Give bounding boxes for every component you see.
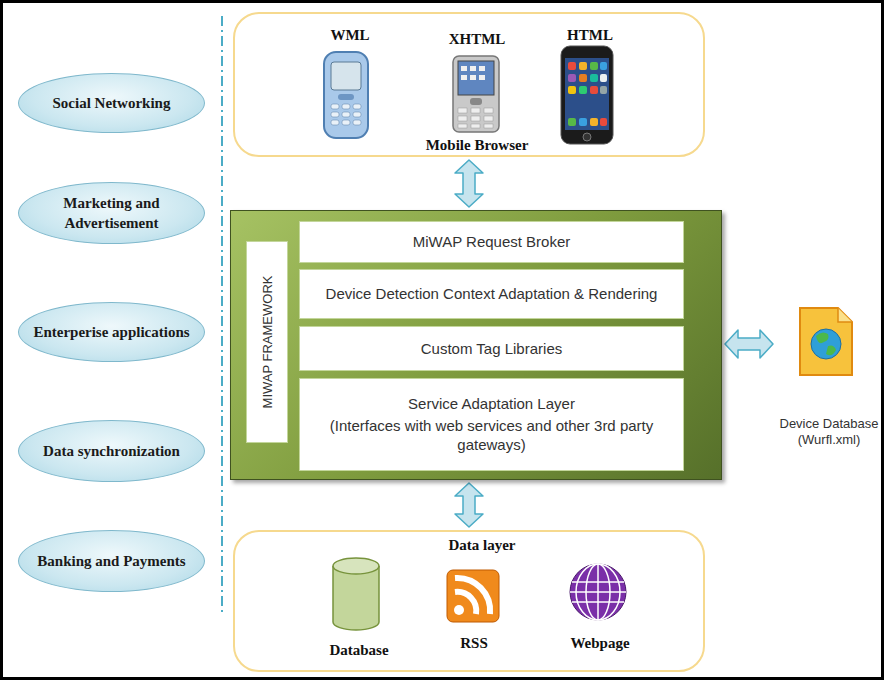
node-label: Banking and Payments xyxy=(37,551,185,571)
device-database-icon xyxy=(800,308,852,375)
node-label: Device Database (Wurfl.xml) xyxy=(776,416,882,449)
double-arrow xyxy=(455,483,483,527)
panel-box: Data layerDatabase RSS Webpage xyxy=(233,530,705,672)
application-ellipse: Data synchronization xyxy=(18,420,205,482)
panel-label: XHTML xyxy=(449,31,506,48)
database-icon xyxy=(333,558,379,630)
panel-label: Webpage xyxy=(570,635,629,652)
rss-icon xyxy=(447,570,499,622)
node-label: Service Adaptation Layer xyxy=(408,394,575,414)
panel-label: Database xyxy=(329,642,388,659)
wml-phone xyxy=(324,52,368,138)
panel-label: Data layer xyxy=(448,537,515,554)
xhtml-phone xyxy=(453,56,499,132)
application-ellipse: Banking and Payments xyxy=(18,530,205,592)
panel-label: RSS xyxy=(460,635,488,652)
panel-label: HTML xyxy=(567,27,613,44)
node-label: MiWAP Request Broker xyxy=(413,232,571,252)
node-label: Data synchronization xyxy=(43,441,180,461)
framework-title: MIWAP FRAMEWORK xyxy=(260,276,275,409)
double-arrow xyxy=(455,160,483,207)
node-label: (Interfaces with web services and other … xyxy=(310,416,673,455)
node-label: Device Detection Context Adaptation & Re… xyxy=(326,284,658,304)
separator-line xyxy=(221,16,223,612)
html-phone xyxy=(561,46,613,144)
panel-label: WML xyxy=(330,27,369,44)
webpage-globe-icon xyxy=(570,564,626,620)
framework-box: MIWAP FRAMEWORK MiWAP Request BrokerDevic… xyxy=(230,210,722,480)
application-ellipse: Enterperise applications xyxy=(18,302,205,362)
application-ellipse: Social Networking xyxy=(18,73,205,133)
panel-box: WML XHTML HTML Mobile Browser xyxy=(233,12,705,157)
panel-label: Mobile Browser xyxy=(426,137,529,154)
double-arrow xyxy=(725,330,773,358)
node-label: Social Networking xyxy=(53,93,171,113)
node-label: Marketing and Advertisement xyxy=(33,193,190,234)
node-label: Custom Tag Libraries xyxy=(421,339,562,359)
node-label: Enterperise applications xyxy=(33,322,189,342)
layer-box: Custom Tag Libraries xyxy=(299,326,684,371)
layer-box: Device Detection Context Adaptation & Re… xyxy=(299,269,684,319)
layer-box: MiWAP Request Broker xyxy=(299,221,684,263)
framework-label-strip: MIWAP FRAMEWORK xyxy=(246,241,288,443)
application-ellipse: Marketing and Advertisement xyxy=(18,182,205,244)
layer-box: Service Adaptation Layer(Interfaces with… xyxy=(299,378,684,471)
database-node: Device Database (Wurfl.xml) xyxy=(776,300,882,452)
